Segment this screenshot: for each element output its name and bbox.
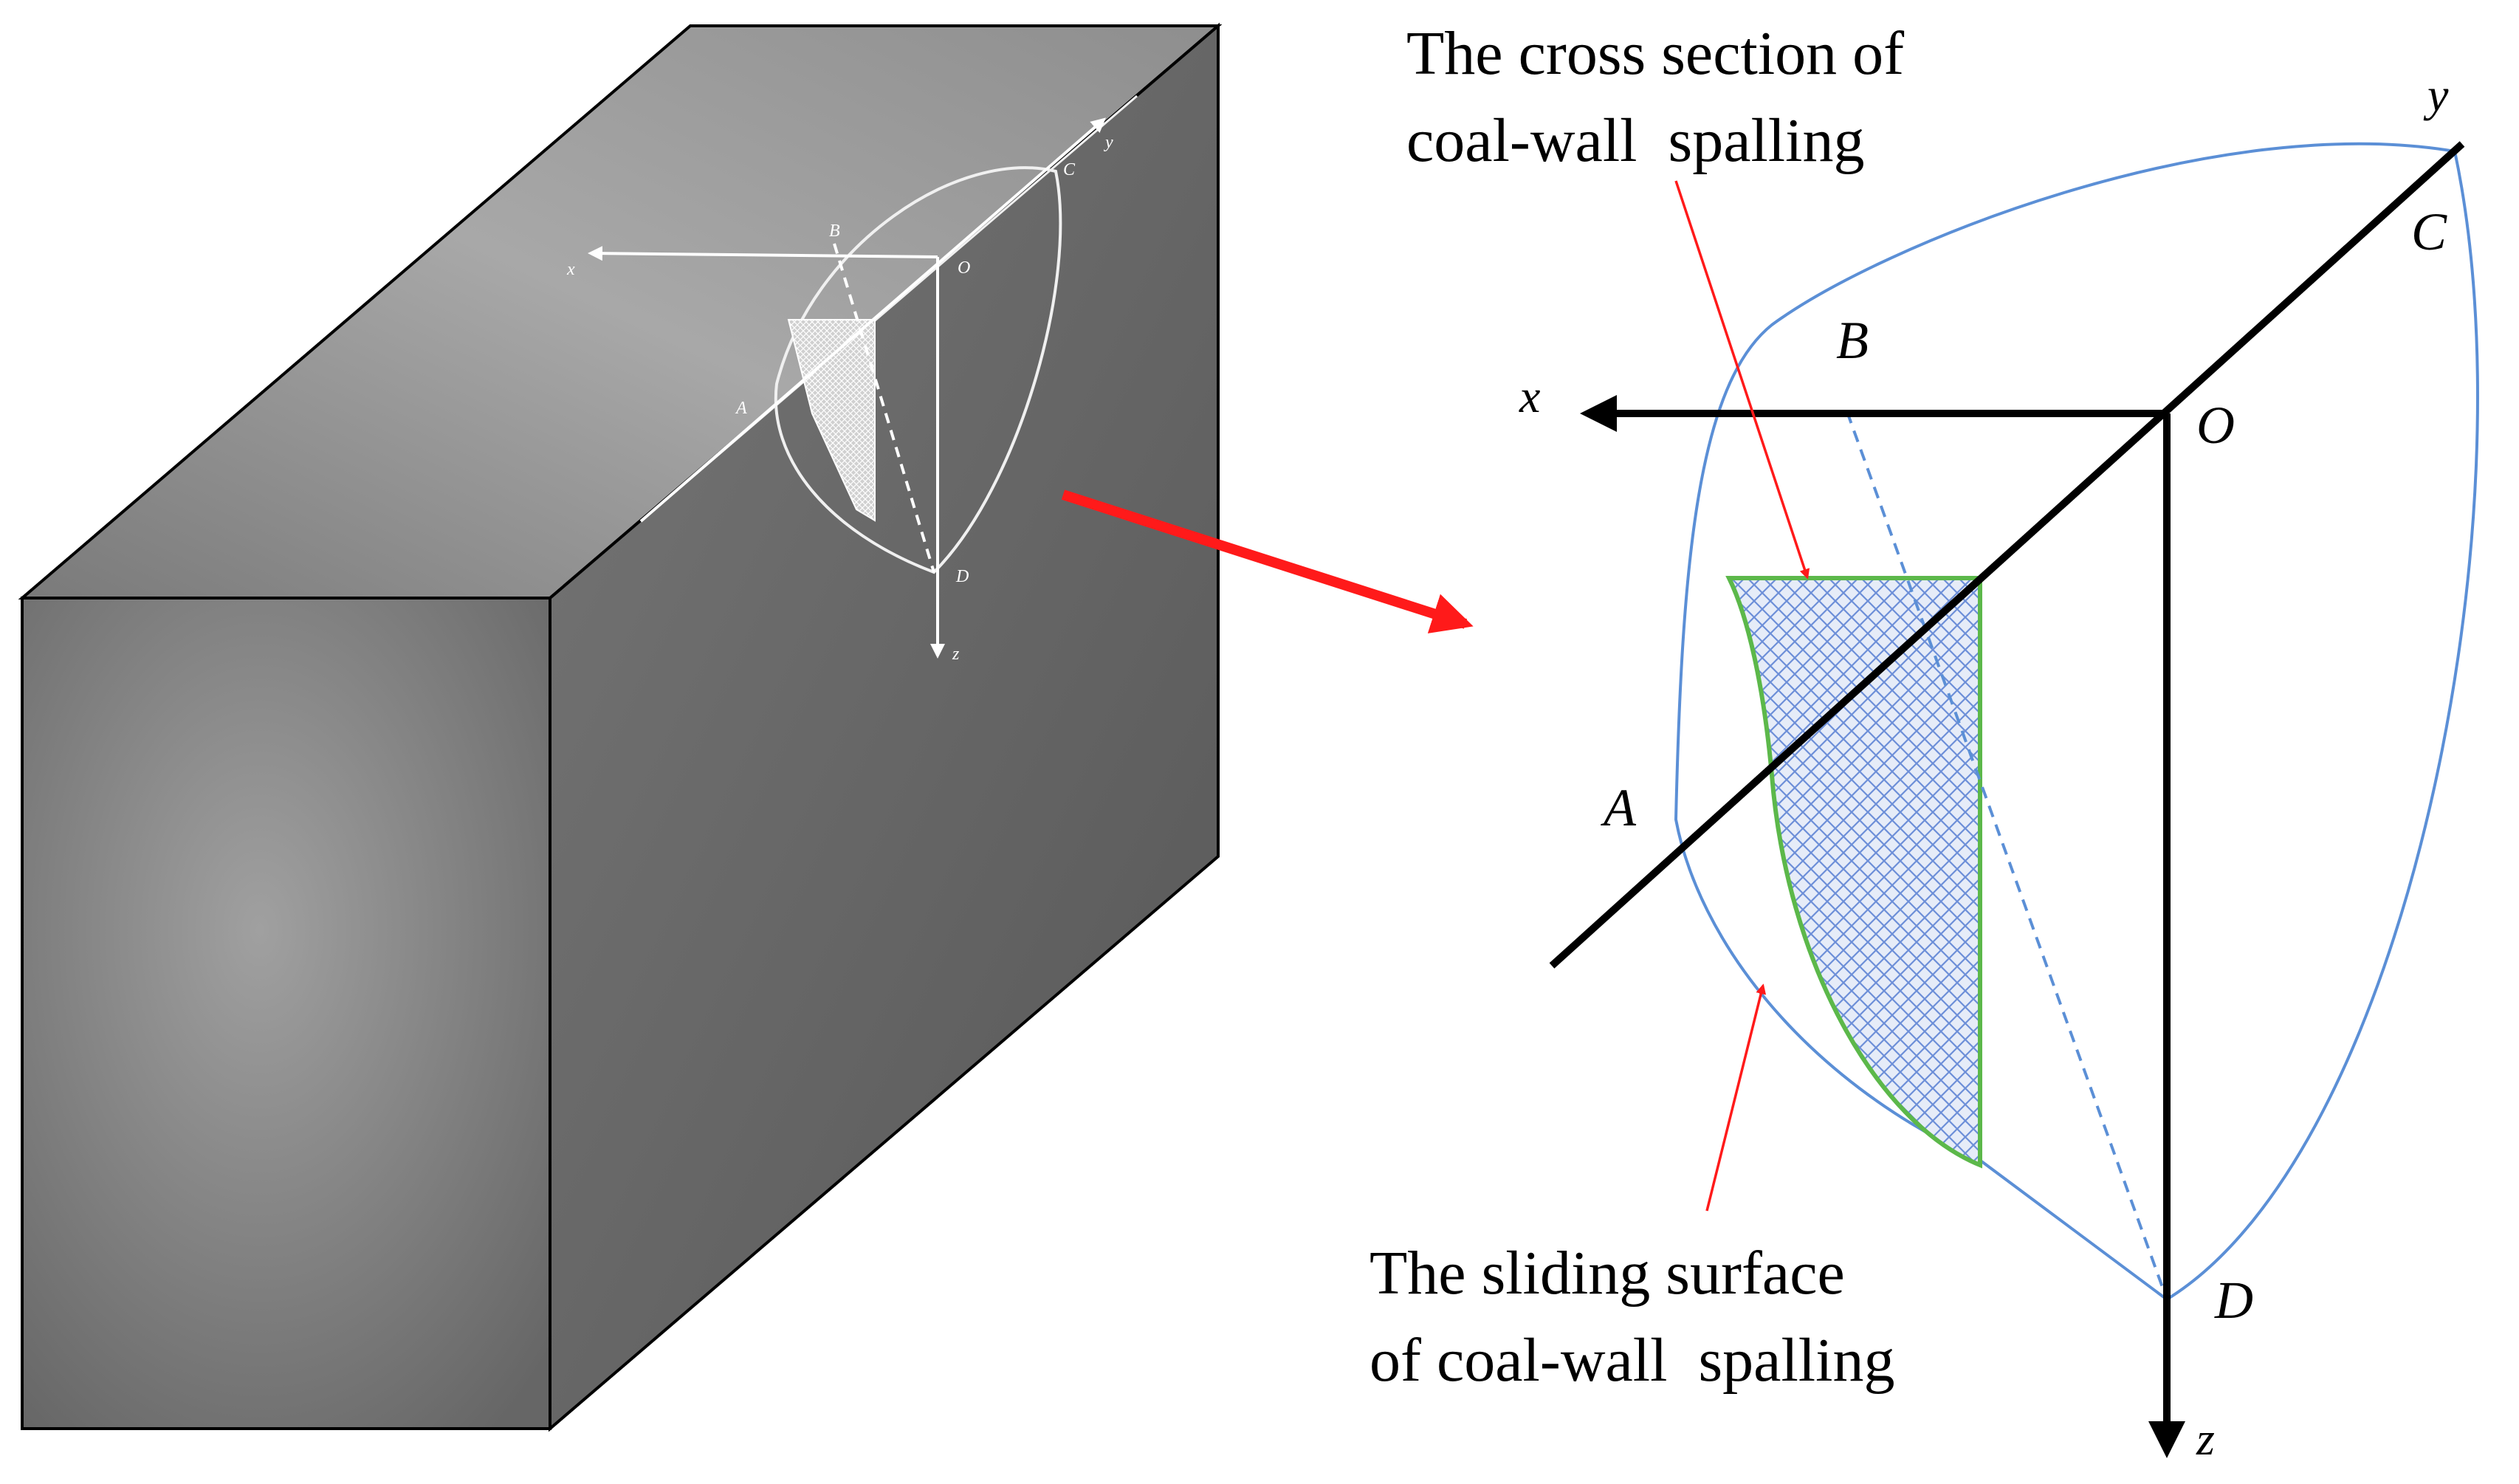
pointer-cross-section [1674,180,1810,580]
enlarged-diagram: x y z O A B C D The cross section of coa… [1370,19,2479,1465]
zoom-arrow [1061,489,1474,633]
inset-label-x: x [566,260,575,279]
label-x: x [1519,370,1540,422]
label-c: C [2411,202,2447,261]
inset-outline [774,166,1062,574]
label-y: y [2423,69,2449,121]
label-a: A [1601,778,1637,837]
inset-label-o: O [958,258,970,278]
pointer-sliding-surface [1705,983,1767,1212]
inset-label-z: z [952,645,960,664]
inset-label-a: A [735,399,747,418]
inset-label-y: y [1104,133,1113,152]
annotation-sliding-line2: of coal-wall spalling [1370,1326,1894,1395]
inset-label-d: D [955,567,969,586]
inset-label-b: B [829,221,840,241]
label-z: z [2196,1412,2215,1465]
annotation-cross-section-line2: coal-wall spalling [1406,106,1864,175]
axis-y [1549,141,2465,969]
label-d: D [2214,1271,2253,1330]
inset-cross-section [787,319,876,522]
spalling-outline [1674,142,2479,1302]
annotation-cross-section-line1: The cross section of [1406,19,1904,88]
inset-diagram: x y z O A B C D [566,117,1113,664]
label-o: O [2196,396,2235,455]
coal-block [18,22,1223,1432]
inset-y-axis [639,117,1107,523]
inset-dashed-bd [833,243,935,573]
inset-label-c: C [1063,160,1076,179]
inset-x-axis [588,246,938,261]
annotation-sliding-line1: The sliding surface [1370,1239,1845,1308]
cross-section-area [1725,576,1982,1169]
block-front-face [21,597,551,1430]
label-b: B [1836,311,1869,370]
dashed-line-bd [1846,411,2168,1300]
